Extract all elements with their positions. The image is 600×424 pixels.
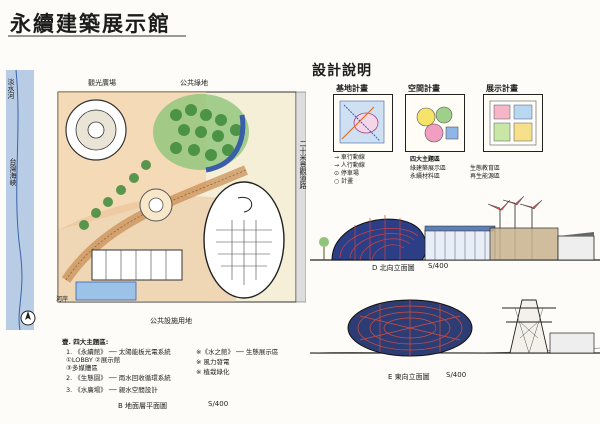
label-road: 二十米景觀道路 [299,140,307,189]
note-right-item: ※ 風力發電 [196,358,230,366]
diagram-space-sketch [416,106,459,143]
note-item: ①LOBBY ②展示館 [66,356,121,364]
zoning-item: 再生能源區 [470,173,501,180]
legend-item: → 人行動線 [334,162,365,169]
design-title: 設計說明 [312,63,372,79]
note-right-item: ※ 植栽綠化 [196,368,230,376]
north-elevation-scale: S/400 [428,262,449,270]
note-item: ③多媒體區 [66,364,98,372]
zoning-title: 四大主題區 [410,156,441,163]
label-river-land: 河岸 [56,296,69,303]
note-item: 2. 《生態園》 ── 雨水回收循環系統 [66,374,171,382]
north-elevation-caption: D 北向立面圖 [372,264,415,272]
diagram-label-site: 基地計畫 [336,84,368,93]
page-title: 永續建築展示館 [10,12,171,36]
diagram-site-sketch [339,100,385,144]
label-taiwan-strait: 台灣海峽 [9,158,17,186]
site-plan-drawing [6,70,306,330]
legend-item: ⊙ 停車場 [334,170,359,177]
diagram-exhibit-sketch [489,100,537,146]
diagram-site-plan [333,94,393,152]
title-underline [8,35,186,37]
east-elevation-caption: E 東向立面圖 [388,373,430,381]
note-item: 1. 《永續館》 ── 太陽能板光電系統 [66,348,171,356]
legend-item: → 車行動線 [334,154,365,161]
notes-heading: 壹. 四大主題區: [62,338,109,346]
diagram-exhibit-plan [483,94,543,152]
east-elevation-drawing [310,299,600,357]
diagram-label-space: 空間計畫 [408,84,440,93]
zoning-item: 綠建築展示區 [410,165,447,172]
zoning-item: 生態教育區 [470,165,501,172]
north-elevation-drawing [310,195,600,261]
note-item: 3. 《水廣場》 ── 親水空間設計 [66,386,158,394]
zoning-item: 永續材料區 [410,173,441,180]
legend-item: ○ 計畫 [334,178,354,185]
note-right-item: ※《水之館》 ── 生態展示區 [196,348,279,356]
label-west-river: 淡水河 [7,78,15,99]
diagram-label-exhibit: 展示計畫 [486,84,518,93]
site-plan-scale: S/400 [208,400,229,408]
diagram-space-plan [405,94,465,152]
label-public-facility: 公共設施用地 [150,317,192,325]
label-public-green: 公共綠地 [180,79,208,87]
site-plan-caption: B 地面層平面圖 [118,402,168,410]
label-activity-square: 觀光廣場 [88,79,116,87]
east-elevation-scale: S/400 [446,371,467,379]
